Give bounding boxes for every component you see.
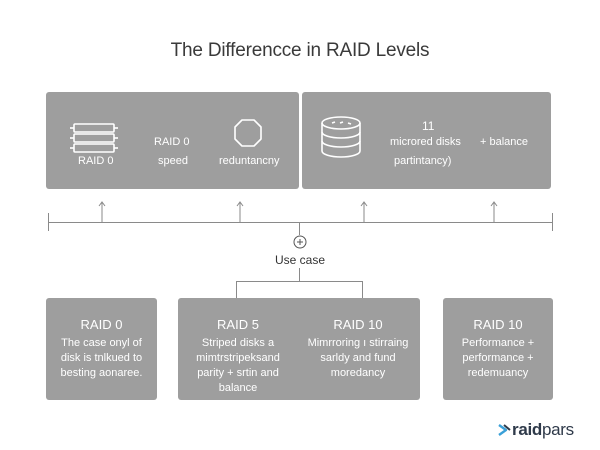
card-raid0: RAID 0 The case onyl of disk is tnlkued … bbox=[46, 298, 157, 400]
card-body: Performance + performance + redemuancy bbox=[461, 337, 535, 379]
disk-count: 11 bbox=[422, 119, 435, 133]
parity-label: partintancy) bbox=[394, 155, 452, 167]
bracket-left-leg bbox=[236, 281, 237, 298]
raidpars-logo-icon bbox=[497, 423, 511, 437]
card-title: RAID 10 bbox=[473, 317, 523, 332]
balance-label: + balance bbox=[480, 136, 529, 148]
page-title: The Differencce in RAID Levels bbox=[170, 40, 430, 61]
timeline-line bbox=[48, 222, 553, 223]
up-arrow-icon bbox=[360, 200, 368, 222]
bracket-bar bbox=[236, 281, 363, 282]
database-icon bbox=[318, 114, 364, 160]
card-body: The case onyl of disk is tnlkued to best… bbox=[60, 337, 143, 379]
use-case-label: Use case bbox=[275, 253, 326, 267]
drive-stack-icon bbox=[68, 122, 120, 154]
redundancy-label: reduntancny bbox=[219, 155, 280, 167]
card-body: Mimrroring ı stirraing sarldy and fund m… bbox=[307, 337, 409, 379]
drive-icon-label: RAID 0 bbox=[78, 155, 114, 167]
card-title: RAID 0 bbox=[80, 317, 123, 332]
card-title: RAID 5 bbox=[217, 317, 259, 332]
speed-label: speed bbox=[158, 155, 188, 167]
card-raid10-performance: RAID 10 Performance + performance + rede… bbox=[443, 298, 553, 400]
card-title: RAID 10 bbox=[333, 317, 383, 332]
up-arrow-icon bbox=[490, 200, 498, 222]
timeline-tick bbox=[48, 213, 49, 231]
bracket-stem bbox=[299, 268, 300, 281]
timeline-tick bbox=[552, 213, 553, 231]
center-connector-line bbox=[299, 223, 300, 235]
card-body: Striped disks a mimtrstripeksand parity … bbox=[196, 337, 280, 394]
mirrored-disks-label: microred disks bbox=[390, 136, 461, 148]
up-arrow-icon bbox=[236, 200, 244, 222]
top-left-panel: RAID 0 RAID 0 speed reduntancny bbox=[46, 92, 299, 189]
plus-circle-icon bbox=[293, 235, 307, 249]
up-arrow-icon bbox=[98, 200, 106, 222]
brand-name-bold: raid bbox=[512, 420, 542, 439]
octagon-icon bbox=[232, 117, 264, 149]
raid0-heading: RAID 0 bbox=[154, 136, 190, 148]
bracket-right-leg bbox=[362, 281, 363, 298]
brand-name: raidpars bbox=[512, 420, 574, 440]
brand-name-rest: pars bbox=[541, 420, 574, 439]
card-raid5-raid10: RAID 5 Striped disks a mimtrstripeksand … bbox=[178, 298, 420, 400]
top-right-panel: 11 microred disks + balance partintancy) bbox=[302, 92, 551, 189]
